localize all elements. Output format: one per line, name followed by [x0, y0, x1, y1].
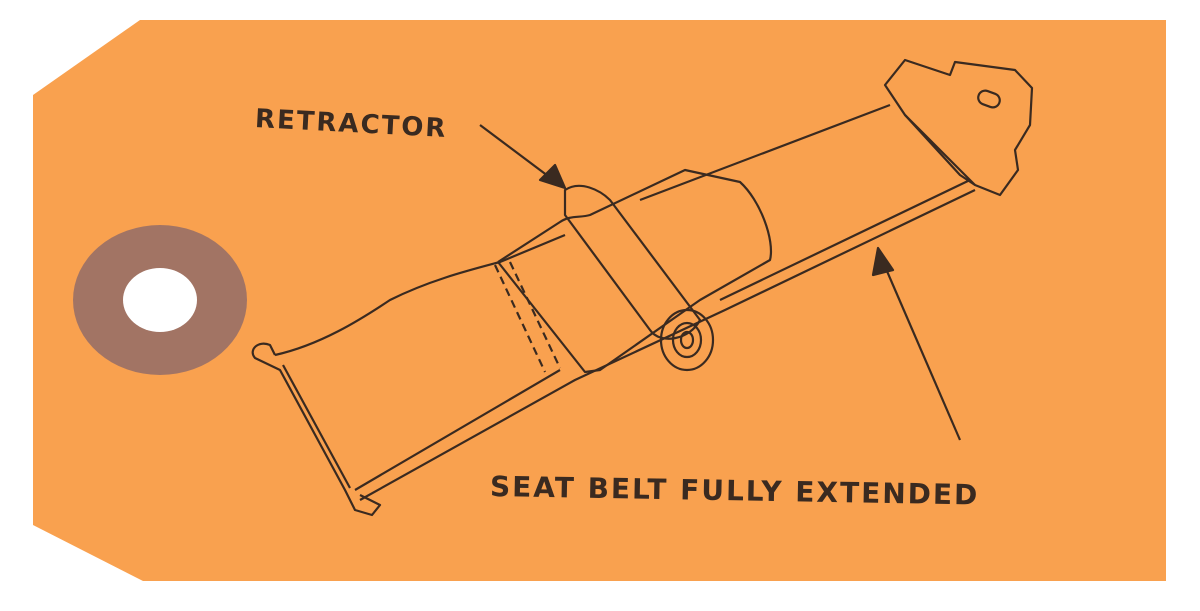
tag-body: [33, 20, 1166, 581]
tag-hole: [123, 268, 197, 332]
seat-belt-drawing: [251, 58, 1034, 517]
